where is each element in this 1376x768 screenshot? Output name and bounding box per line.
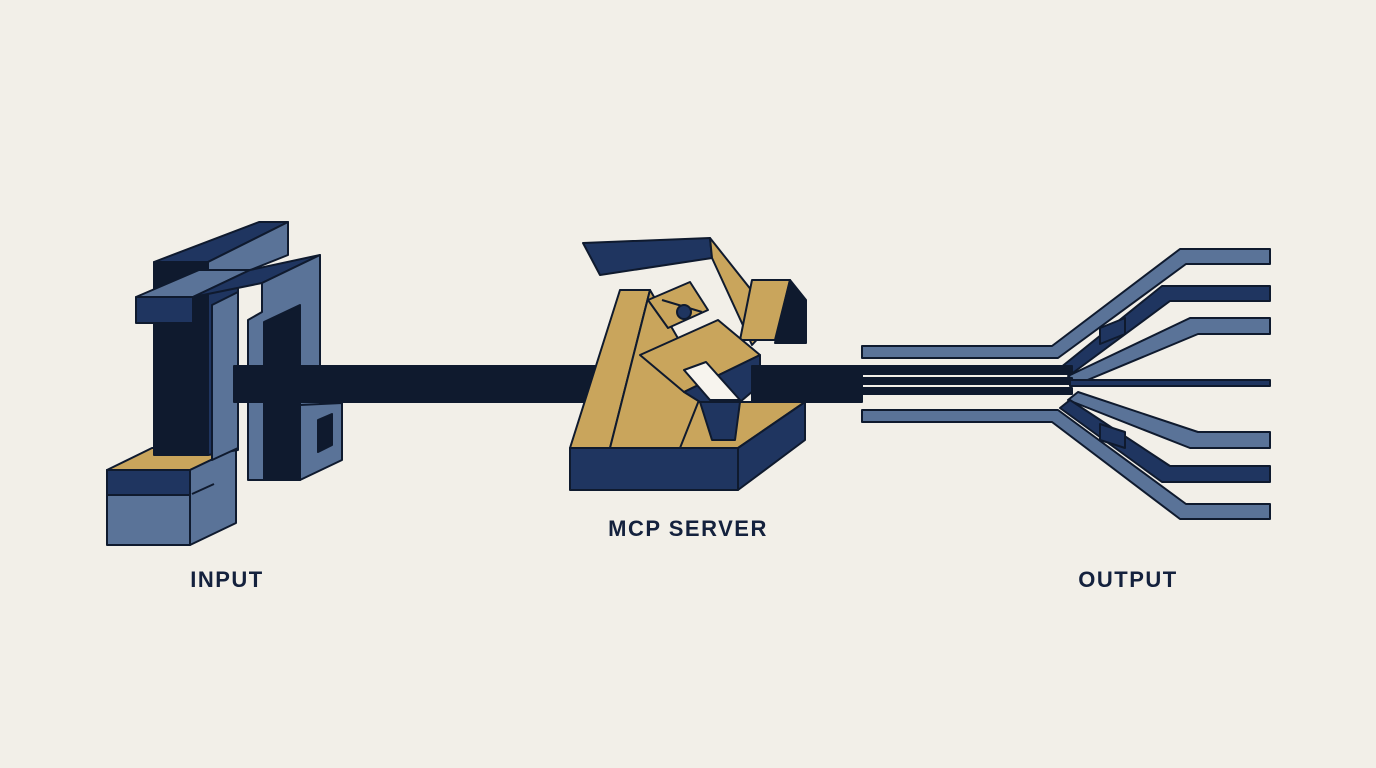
output-strand-7	[861, 409, 1271, 520]
connector-beam-right	[751, 365, 863, 403]
input-arch-leg-left	[211, 291, 239, 461]
output-strand-4	[1069, 379, 1271, 387]
output-accent-bottom	[1099, 423, 1126, 449]
input-crossbar-front	[135, 296, 194, 324]
output-strand-5	[1067, 391, 1271, 449]
connector	[233, 365, 611, 403]
server-tower-dark	[774, 279, 807, 344]
server-arm-tip	[699, 401, 741, 441]
output-label: OUTPUT	[1078, 567, 1178, 592]
input-node	[106, 221, 343, 546]
server-top-front	[582, 237, 713, 276]
input-foot-notch	[317, 413, 333, 453]
output-accent-top	[1099, 317, 1126, 345]
connector-beam-left	[233, 365, 611, 403]
output-core-1	[861, 365, 1073, 375]
output-core-3	[861, 387, 1073, 395]
input-base-slot	[191, 483, 215, 495]
server-base-side	[737, 401, 806, 491]
output-strand-1	[861, 248, 1271, 359]
output-strand-6	[1059, 399, 1271, 483]
mcp-server-node	[569, 237, 863, 491]
input-label: INPUT	[190, 567, 264, 592]
server-arm-light	[683, 361, 741, 401]
output-core-2	[861, 377, 1073, 385]
server-knob	[676, 304, 692, 320]
input-base-band	[106, 469, 191, 496]
mcp-server-label: MCP SERVER	[608, 516, 768, 541]
output-node	[861, 248, 1271, 520]
server-base-front	[569, 447, 739, 491]
